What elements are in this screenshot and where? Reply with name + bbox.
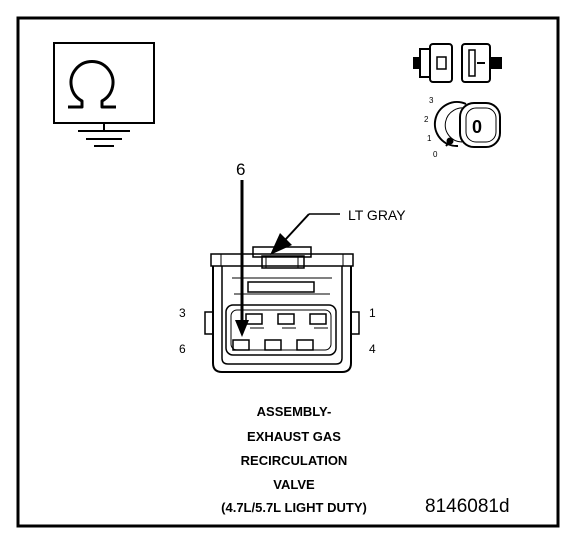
switch-position-3: 3 <box>429 96 434 105</box>
ignition-switch-off-icon: 3 2 1 0 0 <box>424 96 501 159</box>
caption-line-2: EXHAUST GAS <box>247 429 341 444</box>
pin-label-6: 6 <box>179 342 186 356</box>
switch-position-0: 0 <box>433 150 438 159</box>
caption: ASSEMBLY- EXHAUST GAS RECIRCULATION VALV… <box>221 404 367 515</box>
switch-knob-label: 0 <box>472 117 482 137</box>
caption-line-1: ASSEMBLY- <box>257 404 332 419</box>
caption-line-5: (4.7L/5.7L LIGHT DUTY) <box>221 500 367 515</box>
ohmmeter-ground-icon <box>53 42 155 147</box>
pin-pointer-label: 6 <box>236 160 245 179</box>
switch-position-2: 2 <box>424 115 429 124</box>
pin-label-1: 1 <box>369 306 376 320</box>
figure-id: 8146081d <box>425 496 510 517</box>
caption-line-4: VALVE <box>273 477 315 492</box>
pin-label-3: 3 <box>179 306 186 320</box>
wire-color-leader <box>270 213 340 255</box>
caption-line-3: RECIRCULATION <box>241 453 348 468</box>
connector-unplug-icon <box>413 43 502 83</box>
outer-frame <box>16 16 560 528</box>
pin-label-4: 4 <box>369 342 376 356</box>
wire-color-label: LT GRAY <box>348 207 406 223</box>
switch-position-1: 1 <box>427 134 432 143</box>
connector-drawing <box>204 246 360 373</box>
